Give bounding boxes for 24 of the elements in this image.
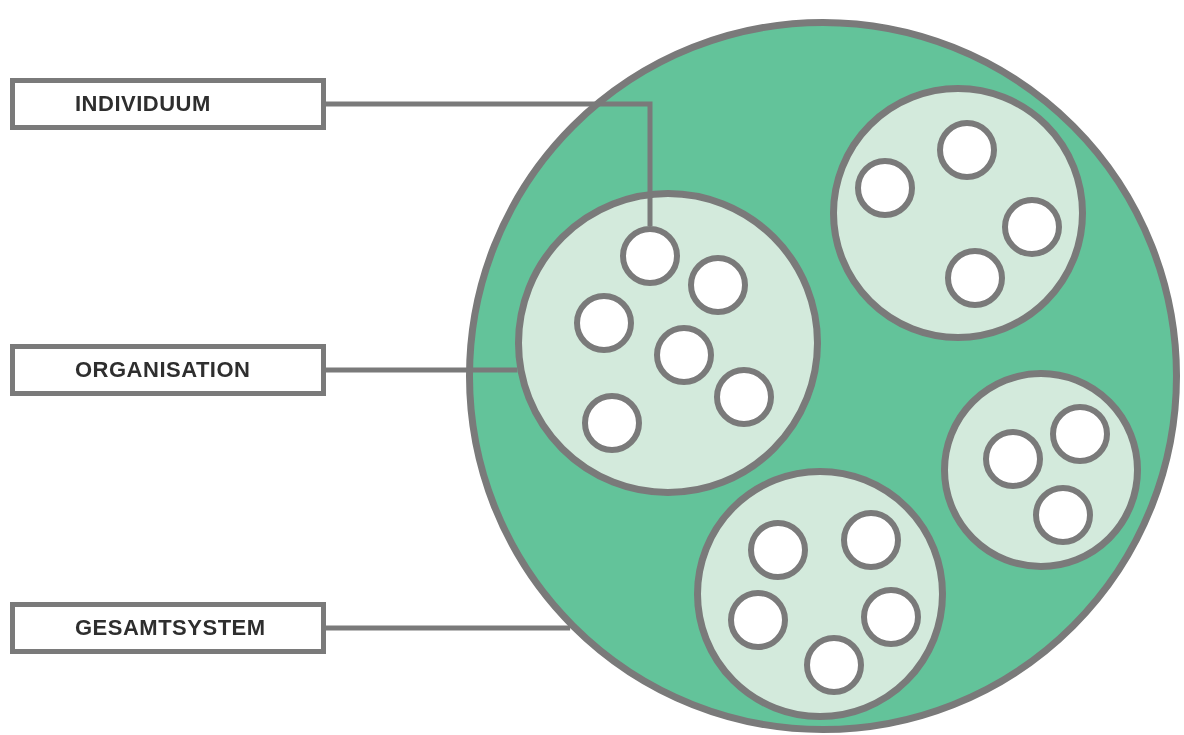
individual-circle	[804, 635, 864, 695]
individual-circle	[654, 325, 714, 385]
individual-circle	[855, 158, 915, 218]
individual-circle	[841, 510, 901, 570]
individual-circle	[748, 520, 808, 580]
leader-line	[326, 625, 571, 631]
individual-circle	[728, 590, 788, 650]
individual-circle	[574, 293, 634, 353]
individual-circle	[983, 429, 1043, 489]
individual-circle	[714, 367, 774, 427]
individual-circle	[1033, 485, 1093, 545]
label-box: ORGANISATION	[10, 344, 326, 396]
individual-circle	[1002, 197, 1062, 257]
label-box: INDIVIDUUM	[10, 78, 326, 130]
leader-line	[326, 101, 653, 226]
leader-line	[326, 367, 518, 373]
individual-circle	[945, 248, 1005, 308]
individual-circle	[861, 587, 921, 647]
label-box: GESAMTSYSTEM	[10, 602, 326, 654]
individual-circle	[688, 255, 748, 315]
individual-circle	[582, 393, 642, 453]
individual-circle	[620, 226, 680, 286]
individual-circle	[937, 120, 997, 180]
individual-circle	[1050, 404, 1110, 464]
